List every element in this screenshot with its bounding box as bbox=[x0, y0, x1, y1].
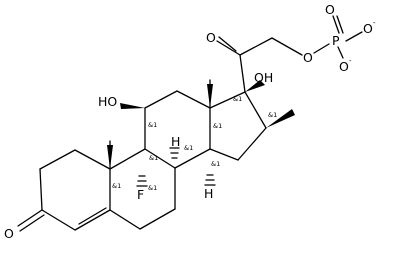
stereo-tag: &1 bbox=[268, 111, 277, 119]
wedge-c10-methyl bbox=[107, 145, 113, 169]
atom-oh-c17: OH bbox=[254, 70, 273, 85]
ring-a-bonds bbox=[17, 149, 111, 232]
ring-b-bonds bbox=[109, 148, 176, 230]
stereo-tag: &1 bbox=[213, 122, 222, 130]
stereo-tag: &1 bbox=[233, 95, 242, 103]
atom-h-c8: H bbox=[171, 134, 180, 149]
stereo-tag: &1 bbox=[149, 154, 158, 162]
hash-c9-f bbox=[136, 175, 148, 187]
wedge-c11-ho bbox=[120, 103, 145, 109]
atom-f: F bbox=[137, 187, 144, 202]
atom-p: P bbox=[332, 33, 340, 48]
hash-c8-h bbox=[169, 147, 180, 159]
stereo-tag: &1 bbox=[148, 121, 157, 129]
stereo-tag: &1 bbox=[211, 160, 220, 168]
ring-c-bonds bbox=[144, 90, 211, 169]
atom-o-side: O bbox=[206, 30, 216, 45]
stereo-tag: &1 bbox=[112, 182, 121, 190]
charge-o-p-right: - bbox=[373, 19, 376, 27]
wedge-c13-methyl bbox=[207, 84, 213, 108]
atom-o-ketone: O bbox=[4, 226, 14, 241]
hash-c14-h bbox=[204, 174, 216, 186]
wedge-c17-oh bbox=[245, 80, 265, 92]
atom-ho-c11: HO bbox=[98, 94, 117, 109]
side-chain-bonds bbox=[216, 15, 363, 93]
ring-d-bonds bbox=[209, 91, 267, 161]
atom-o-p-right: O bbox=[363, 21, 373, 36]
stereo-tag: &1 bbox=[184, 144, 193, 152]
methyl-bonds bbox=[109, 79, 211, 170]
atom-o-p-top: O bbox=[325, 2, 335, 17]
atom-h-c14: H bbox=[204, 186, 213, 201]
charge-o-p-bottom: - bbox=[349, 57, 352, 65]
atom-o-ester: O bbox=[303, 50, 313, 65]
atom-o-p-bottom: O bbox=[339, 59, 349, 74]
wedge-c16-methyl bbox=[266, 109, 295, 128]
stereo-tag: &1 bbox=[148, 184, 157, 192]
